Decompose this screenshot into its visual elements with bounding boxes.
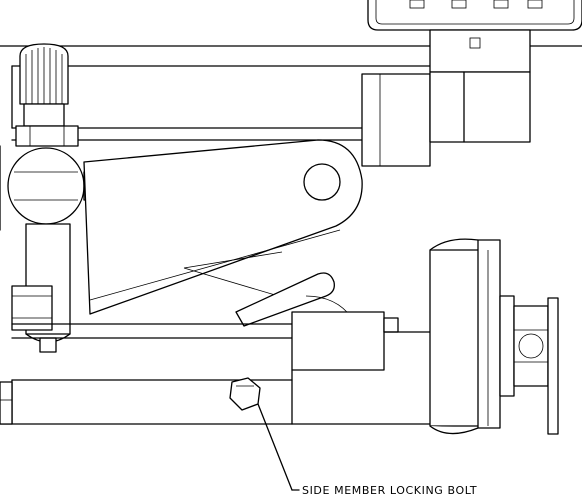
motor-housing	[429, 238, 501, 435]
knurled-adjustment-knob	[15, 43, 79, 147]
clamp-block	[291, 311, 431, 425]
side-member-locking-bolt[interactable]	[229, 377, 261, 411]
callout-label-locking-bolt: SIDE MEMBER LOCKING BOLT	[302, 484, 477, 497]
swing-arm-lever	[83, 139, 363, 315]
pulley-wheel	[499, 295, 559, 435]
left-valve-body	[0, 145, 85, 353]
callout-leader	[257, 403, 300, 491]
top-connector-block	[361, 0, 582, 167]
